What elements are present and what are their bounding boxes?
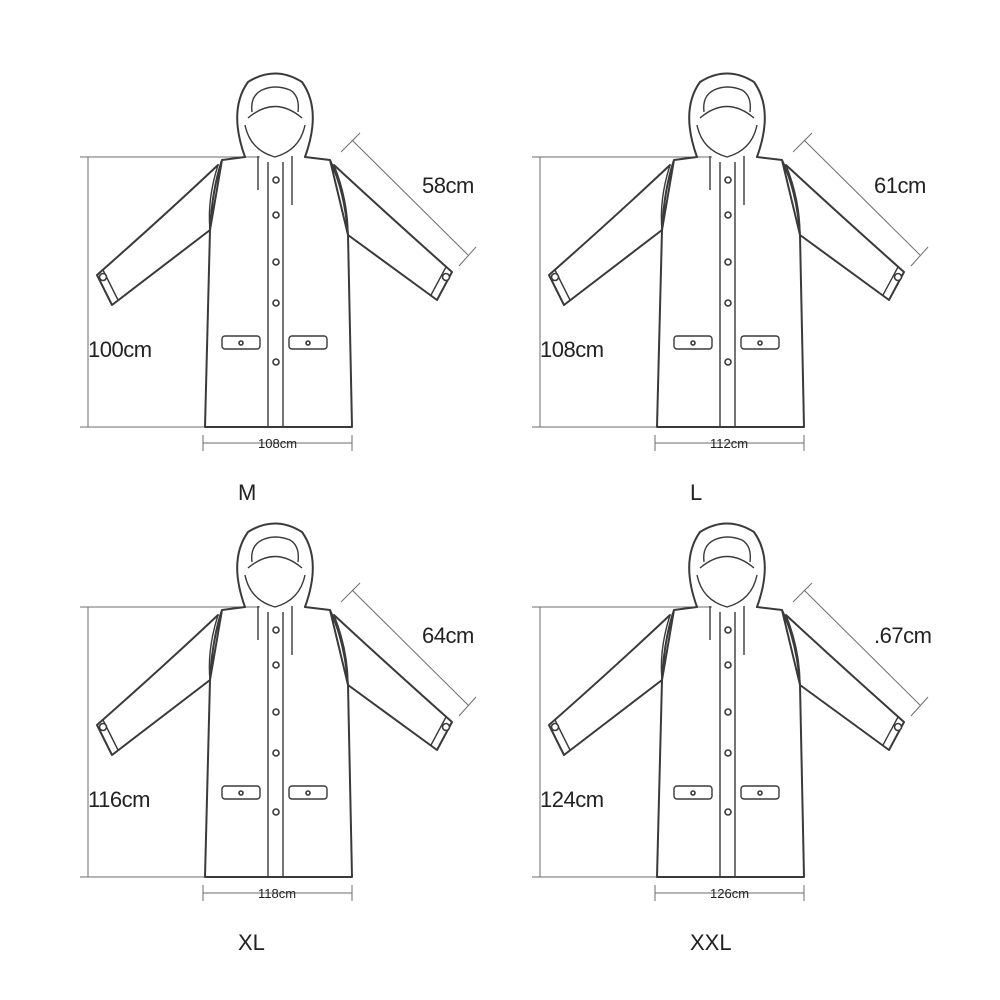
size-panel-xxl: 124cm .67cm 126cm XXL [452, 450, 952, 955]
coat-pockets [673, 335, 780, 350]
size-label: L [690, 480, 703, 505]
size-label: XXL [690, 930, 732, 955]
sleeve-label: 64cm [422, 623, 474, 648]
coat-buttons [272, 626, 280, 816]
length-dimension-line [532, 606, 712, 878]
sleeve-dimension-line [340, 132, 477, 267]
length-label: 116cm [88, 787, 150, 812]
coat-buttons [724, 626, 732, 816]
chest-dimension-line [654, 885, 805, 901]
coat-pockets [221, 785, 328, 800]
coat-buttons [272, 176, 280, 366]
length-dimension-line [532, 156, 712, 428]
raincoat-icon [532, 522, 929, 901]
coat-outline [96, 606, 453, 878]
sleeve-label: 61cm [874, 173, 926, 198]
hood-outline [236, 72, 314, 158]
hood-outline [688, 72, 766, 158]
sleeve-dimension-line [792, 582, 929, 717]
size-panel-xl: 116cm 64cm 118cm XL [0, 450, 500, 955]
hood-outline [688, 522, 766, 608]
length-label: 108cm [540, 337, 604, 362]
raincoat-icon [80, 72, 477, 451]
coat-outline [548, 156, 905, 428]
length-label: 124cm [540, 787, 604, 812]
chest-width-label: 118cm [258, 886, 297, 901]
sleeve-label: .67cm [874, 623, 932, 648]
size-panel-l: 108cm 61cm 112cm L [452, 0, 952, 505]
raincoat-icon [80, 522, 477, 901]
raincoat-icon [532, 72, 929, 451]
length-dimension-line [80, 606, 260, 878]
size-panel-m: 100cm 58cm 108cm M [0, 0, 500, 505]
coat-buttons [724, 176, 732, 366]
hood-outline [236, 522, 314, 608]
size-label: M [238, 480, 257, 505]
chest-dimension-line [202, 435, 353, 451]
chest-width-label: 108cm [258, 436, 298, 451]
coat-outline [96, 156, 453, 428]
chest-dimension-line [654, 435, 805, 451]
coat-pockets [221, 335, 328, 350]
sleeve-dimension-line [340, 582, 477, 717]
sleeve-dimension-line [792, 132, 929, 267]
size-label: XL [238, 930, 265, 955]
length-dimension-line [80, 156, 260, 428]
sleeve-label: 58cm [422, 173, 474, 198]
chest-width-label: 112cm [710, 436, 749, 451]
chest-dimension-line [202, 885, 353, 901]
length-label: 100cm [88, 337, 152, 362]
coat-outline [548, 606, 905, 878]
coat-pockets [673, 785, 780, 800]
chest-width-label: 126cm [710, 886, 750, 901]
